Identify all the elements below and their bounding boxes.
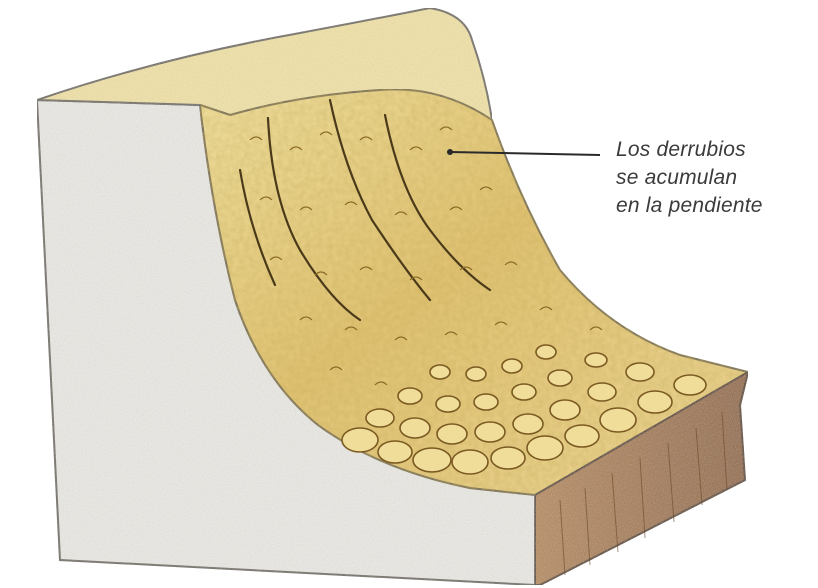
annotation-line-1: Los derrubios: [616, 136, 812, 164]
annotation-line-3: en la pendiente: [616, 192, 812, 220]
label-leader-dot: [447, 149, 453, 155]
annotation-line-2: se acumulan: [616, 164, 812, 192]
debris-annotation-label: Los derrubios se acumulan en la pendient…: [616, 136, 812, 220]
